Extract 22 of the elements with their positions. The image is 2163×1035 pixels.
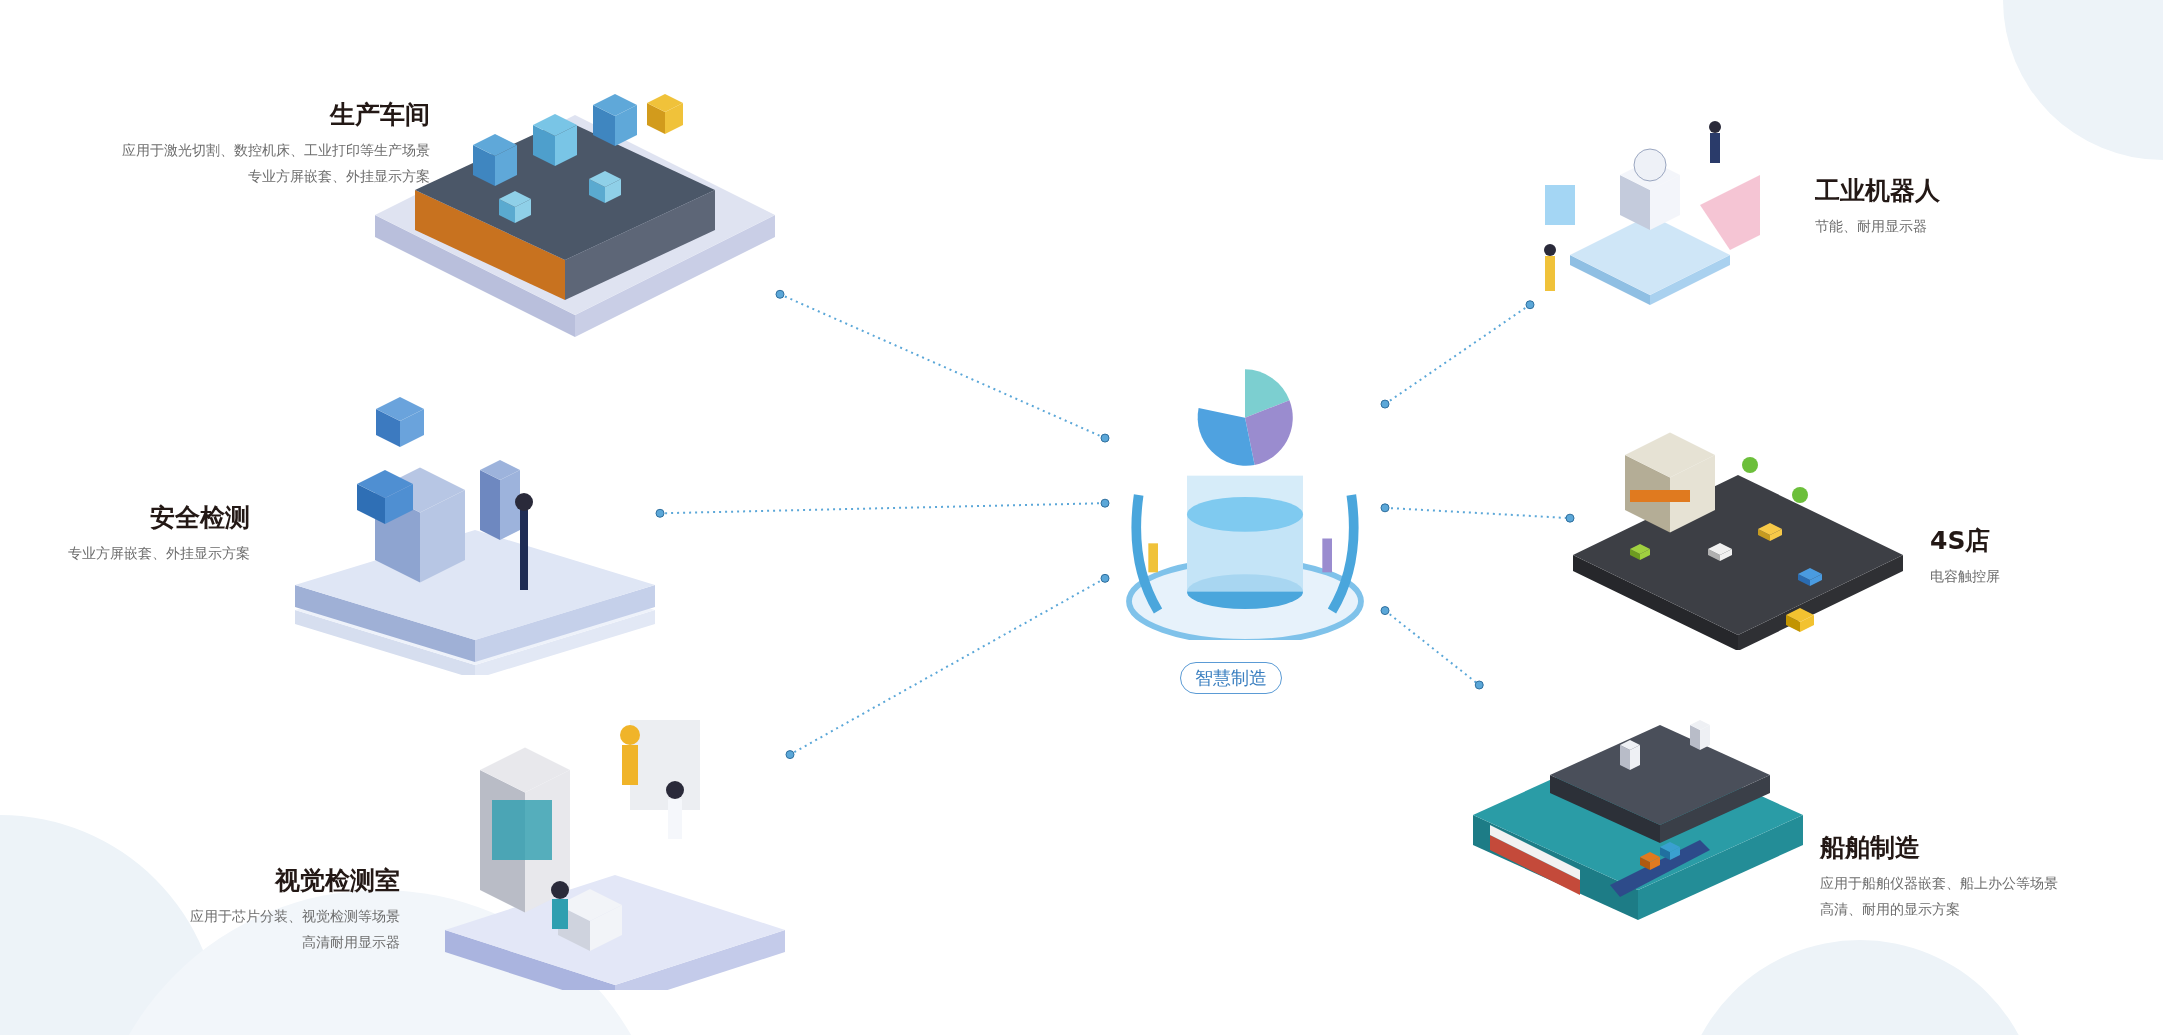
scene-title: 安全检测 <box>150 502 250 534</box>
scene-description: 专业方屏嵌套、外挂显示方案 <box>68 544 250 563</box>
scene-description: 应用于激光切割、数控机床、工业打印等生产场景 <box>122 141 430 160</box>
scene-title: 工业机器人 <box>1815 175 1940 207</box>
scene-description: 应用于芯片分装、视觉检测等场景 <box>190 907 400 926</box>
scene-description: 专业方屏嵌套、外挂显示方案 <box>248 167 430 186</box>
dotted-connector <box>785 573 1110 760</box>
scene-title: 生产车间 <box>330 99 430 131</box>
scene-title: 船舶制造 <box>1820 832 1920 864</box>
scene-description: 高清、耐用的显示方案 <box>1820 900 1960 919</box>
dotted-connector <box>1380 503 1575 523</box>
scene-description: 高清耐用显示器 <box>302 933 400 952</box>
scene-description: 电容触控屏 <box>1930 567 2000 586</box>
scene-description: 应用于船舶仪器嵌套、船上办公等场景 <box>1820 874 2058 893</box>
dotted-connector <box>1380 606 1484 690</box>
hub-label: 智慧制造 <box>1180 662 1282 694</box>
dotted-connector <box>1380 300 1535 409</box>
dotted-connector <box>775 289 1110 443</box>
scene-title: 4S店 <box>1930 525 1991 557</box>
scene-title: 视觉检测室 <box>275 865 400 897</box>
scene-description: 节能、耐用显示器 <box>1815 217 1927 236</box>
dotted-connector <box>655 498 1110 518</box>
